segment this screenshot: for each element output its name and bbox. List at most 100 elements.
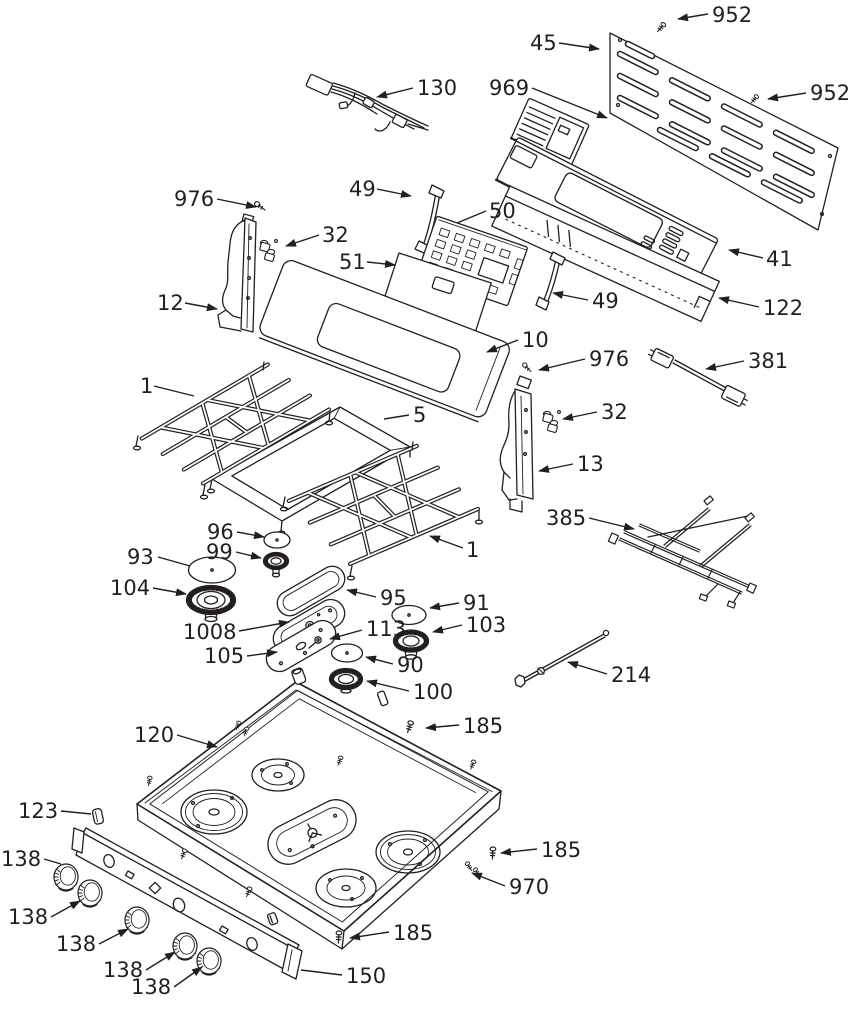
callout-969: 969 xyxy=(489,76,529,100)
part-knob-138-2 xyxy=(77,879,103,908)
leader-130 xyxy=(376,87,414,99)
leader-976-a xyxy=(216,198,257,209)
callout-91: 91 xyxy=(463,591,490,615)
leader-1-a xyxy=(153,385,195,397)
leader-95 xyxy=(346,588,377,598)
callout-96: 96 xyxy=(207,520,234,544)
callout-970: 970 xyxy=(509,875,549,899)
leader-138-5 xyxy=(173,966,203,988)
burner-well-small xyxy=(251,758,305,792)
callout-32-b: 32 xyxy=(601,400,628,424)
part-rod-214 xyxy=(514,629,610,688)
burner-well-oval xyxy=(267,799,357,865)
leader-10 xyxy=(486,339,519,353)
callout-138-4: 138 xyxy=(103,958,143,982)
part-burner-head-100 xyxy=(328,667,364,694)
leader-123 xyxy=(60,810,92,815)
burner-well-right-large xyxy=(375,830,441,874)
leader-185-c xyxy=(349,931,390,941)
callout-50: 50 xyxy=(489,199,516,223)
leader-138-3 xyxy=(98,928,129,945)
leader-185-b xyxy=(500,847,538,856)
callout-45: 45 xyxy=(530,31,557,55)
callout-952-b: 952 xyxy=(810,81,850,105)
callout-49-b: 49 xyxy=(592,289,619,313)
leader-91 xyxy=(429,602,460,611)
part-grate-1-left xyxy=(132,361,334,500)
callout-49-a: 49 xyxy=(349,177,376,201)
callout-100: 100 xyxy=(413,680,453,704)
callout-12: 12 xyxy=(157,291,184,315)
part-bracket-49-right xyxy=(535,251,566,311)
leader-381 xyxy=(705,360,745,371)
callout-105: 105 xyxy=(204,644,244,668)
part-knob-138-5 xyxy=(196,947,222,976)
callout-381: 381 xyxy=(748,349,788,373)
callout-99: 99 xyxy=(206,540,233,564)
leader-99 xyxy=(235,551,262,560)
leader-952-a xyxy=(677,13,709,22)
callout-90: 90 xyxy=(397,653,424,677)
callout-1-a: 1 xyxy=(140,374,153,398)
leader-185-a xyxy=(425,723,460,732)
part-gas-tube-harness-385 xyxy=(607,495,757,609)
leader-120 xyxy=(176,734,218,748)
leader-49-b xyxy=(552,291,589,301)
callout-138-1: 138 xyxy=(1,847,41,871)
callout-138-5: 138 xyxy=(131,975,171,999)
part-burner-cap-96 xyxy=(263,531,291,549)
callout-976-b: 976 xyxy=(589,347,629,371)
part-wire-harness-130 xyxy=(305,73,429,132)
callout-952-a: 952 xyxy=(712,3,752,27)
leader-51 xyxy=(366,259,396,268)
part-burner-head-99 xyxy=(262,551,290,578)
leader-49-a xyxy=(376,188,412,198)
leader-970 xyxy=(471,872,506,887)
part-burner-head-104 xyxy=(185,584,237,623)
callout-185-b: 185 xyxy=(541,838,581,862)
leader-41 xyxy=(728,248,764,259)
callout-214: 214 xyxy=(611,663,651,687)
callout-labels: 952 45 952 130 969 49 976 50 32 51 41 12… xyxy=(1,3,850,999)
part-maintop-120 xyxy=(136,667,502,950)
part-backguard-panel-10 xyxy=(258,259,510,423)
leader-105 xyxy=(246,649,278,658)
callout-385: 385 xyxy=(546,506,586,530)
leader-969 xyxy=(531,87,608,119)
leader-104 xyxy=(152,587,187,597)
leader-5 xyxy=(383,414,410,420)
leader-50 xyxy=(456,210,487,224)
callout-1008: 1008 xyxy=(183,620,236,644)
part-burner-cap-93 xyxy=(187,556,237,584)
leader-214 xyxy=(567,661,608,675)
part-burner-cap-91 xyxy=(391,604,427,626)
callout-5: 5 xyxy=(413,403,426,427)
leader-1008 xyxy=(238,619,290,632)
part-oval-burner-cap-95 xyxy=(276,565,346,617)
callout-13: 13 xyxy=(577,452,604,476)
callout-976-a: 976 xyxy=(174,187,214,211)
part-knob-138-1 xyxy=(53,863,79,892)
callout-123: 123 xyxy=(18,799,58,823)
leader-100 xyxy=(366,679,410,692)
leader-93 xyxy=(157,556,191,567)
leader-32-b xyxy=(562,411,598,421)
part-deflector-sheet-122 xyxy=(491,185,720,323)
part-burner-head-103 xyxy=(392,629,430,660)
part-oval-burner-base-105 xyxy=(265,619,337,673)
leader-138-4 xyxy=(145,951,176,971)
leader-150 xyxy=(300,969,343,976)
callout-93: 93 xyxy=(127,545,154,569)
part-clip-123 xyxy=(91,808,105,825)
callout-150: 150 xyxy=(346,964,386,988)
leader-13 xyxy=(538,463,574,473)
leader-90 xyxy=(365,655,394,665)
part-knob-138-3 xyxy=(124,906,150,935)
part-jumper-cable-381 xyxy=(647,348,748,407)
leader-385 xyxy=(588,517,635,531)
callout-122: 122 xyxy=(763,296,803,320)
part-grate-1-right xyxy=(279,441,484,581)
leader-113 xyxy=(329,629,363,641)
